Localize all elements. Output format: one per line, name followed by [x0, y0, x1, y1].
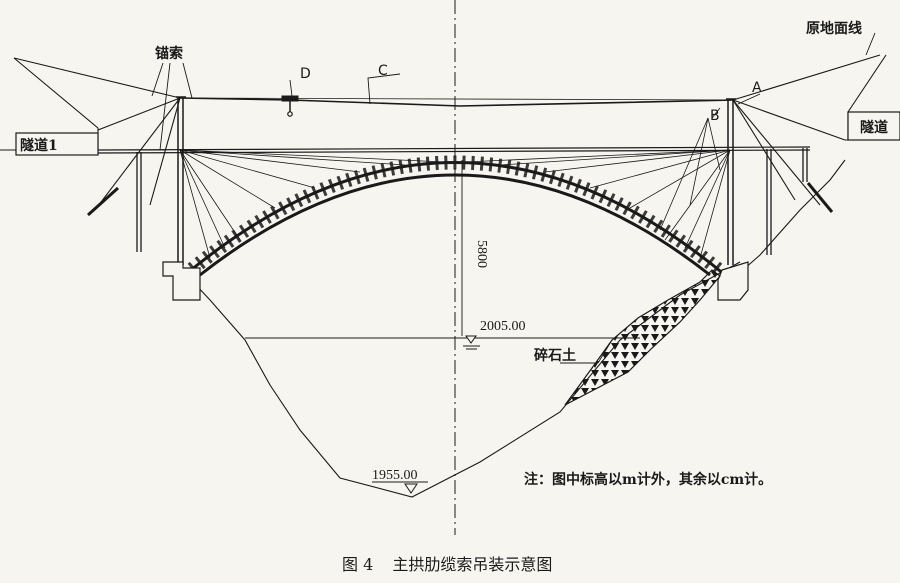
water-level-elevation: 2005.00	[480, 319, 526, 334]
terrain-profile	[0, 54, 900, 498]
trolley-d	[281, 95, 299, 117]
bottom-marker	[372, 481, 428, 494]
rise-label: 5800	[474, 240, 489, 268]
abutments	[162, 261, 749, 301]
tower-right	[726, 98, 736, 265]
tunnel-left-label: 隧道1	[20, 137, 58, 154]
side-columns	[136, 148, 808, 255]
ground-line-label: 原地面线	[806, 20, 862, 37]
stay-cables	[179, 117, 731, 259]
tunnel-right	[847, 111, 900, 141]
leader-lines	[151, 32, 876, 364]
tunnel-right-label: 隧道	[860, 119, 888, 136]
tower-left	[176, 96, 186, 265]
point-a-label: A	[752, 80, 762, 96]
point-c-label: C	[378, 63, 388, 79]
anchor-cable-label: 锚索	[155, 45, 183, 62]
main-cable	[179, 97, 736, 107]
anchor-cables	[13, 54, 881, 217]
gravel-label: 碎石土	[534, 347, 576, 364]
tunnel-left	[15, 132, 99, 156]
point-b-label: B	[710, 108, 720, 124]
caption-number: 图 4	[342, 555, 373, 574]
water-level-line	[245, 335, 640, 350]
bottom-elevation: 1955.00	[372, 468, 418, 483]
figure-caption: 图 4 主拱肋缆索吊装示意图	[342, 555, 552, 574]
note-text: 注：图中标高以m计外，其余以cm计。	[524, 471, 772, 488]
point-d-label: D	[300, 66, 311, 82]
caption-title: 主拱肋缆索吊装示意图	[392, 555, 552, 574]
